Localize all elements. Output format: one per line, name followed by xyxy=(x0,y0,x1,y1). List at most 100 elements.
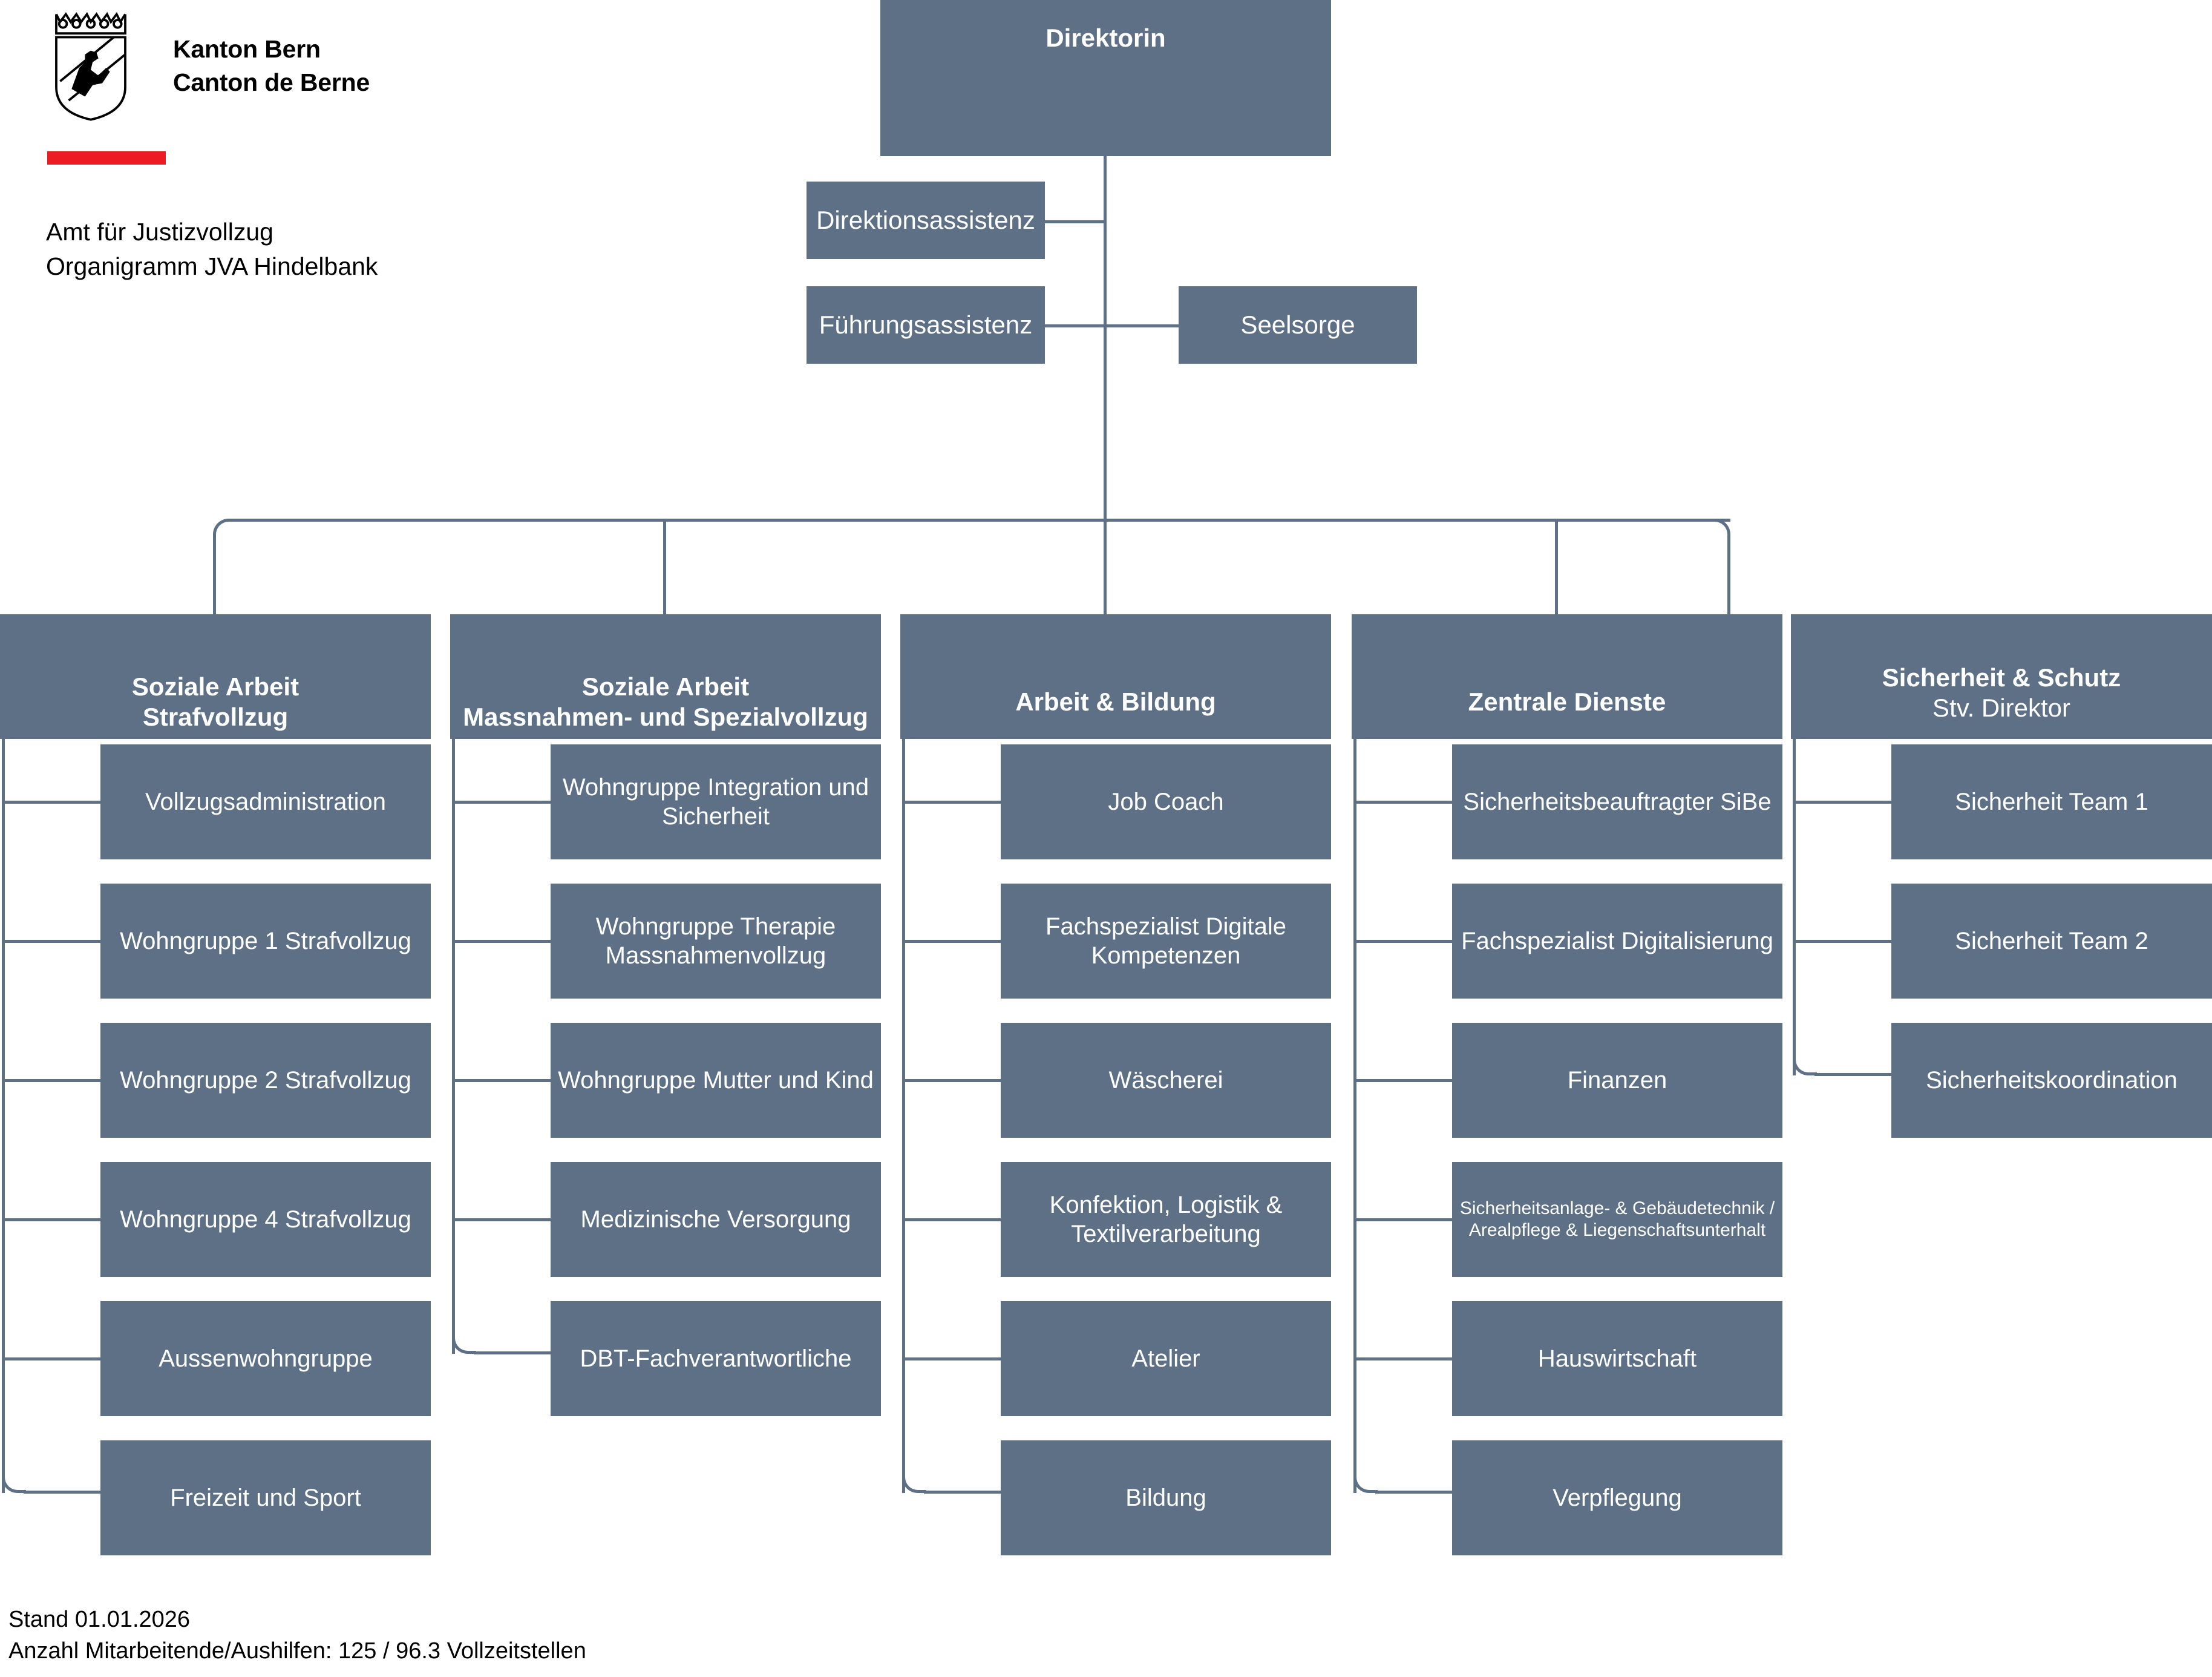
connector-spine-dept-3 xyxy=(902,739,905,1493)
brand-canton-de-berne: Canton de Berne xyxy=(173,68,370,96)
node-sicherheit-team-1[interactable]: Sicherheit Team 1 xyxy=(1891,744,2212,859)
dept-2-title: Soziale Arbeit xyxy=(581,672,750,701)
connector-bus-left-corner xyxy=(213,519,237,543)
unit-title-block: Amt für Justizvollzug Organigramm JVA Hi… xyxy=(46,215,378,284)
connector-leaf-5-3 xyxy=(1814,1073,1891,1076)
connector-leaf-1-3 xyxy=(5,1079,100,1082)
node-freizeit-und-sport[interactable]: Freizeit und Sport xyxy=(100,1440,431,1555)
red-accent-bar xyxy=(47,151,166,165)
connector-drop-dept-3 xyxy=(1104,519,1107,614)
node-dept-soziale-arbeit-strafvollzug[interactable]: Soziale Arbeit Strafvollzug xyxy=(0,614,431,739)
connector-leaf-3-6 xyxy=(924,1491,1001,1494)
office-name: Amt für Justizvollzug xyxy=(46,218,273,246)
connector-bus xyxy=(235,519,1730,522)
node-dept-zentrale-dienste[interactable]: Zentrale Dienste xyxy=(1352,614,1782,739)
dept-4-title: Zentrale Dienste xyxy=(1468,688,1666,716)
node-job-coach[interactable]: Job Coach xyxy=(1001,744,1331,859)
node-sicherheitskoordination[interactable]: Sicherheitskoordination xyxy=(1891,1023,2212,1138)
dept-5-subtitle: Stv. Direktor xyxy=(1932,694,2070,723)
node-konfektion-logistik-textilverarbeitung[interactable]: Konfektion, Logistik & Textilverarbeitun… xyxy=(1001,1162,1331,1277)
connector-leaf-4-5 xyxy=(1356,1357,1452,1360)
dept-3-title: Arbeit & Bildung xyxy=(1015,688,1216,716)
connector-drop-dept-1 xyxy=(213,540,216,614)
node-wohngruppe-2-strafvollzug[interactable]: Wohngruppe 2 Strafvollzug xyxy=(100,1023,431,1138)
connector-seelsorge xyxy=(1105,324,1179,327)
footer-headcount: Anzahl Mitarbeitende/Aushilfen: 125 / 96… xyxy=(8,1638,586,1664)
connector-spine-dept-5 xyxy=(1793,739,1796,1075)
brand-kanton-bern: Kanton Bern xyxy=(173,35,321,64)
node-waescherei[interactable]: Wäscherei xyxy=(1001,1023,1331,1138)
connector-leaf-5-1 xyxy=(1796,801,1891,804)
connector-leaf-2-4 xyxy=(455,1218,551,1221)
node-fachspezialist-digitale-kompetenzen[interactable]: Fachspezialist Digitale Kompetenzen xyxy=(1001,884,1331,999)
node-sicherheitsanlage-gebaeudetechnik[interactable]: Sicherheitsanlage- & Gebäudetechnik / Ar… xyxy=(1452,1162,1782,1277)
connector-leaf-3-3 xyxy=(905,1079,1001,1082)
connector-drop-dept-4 xyxy=(1555,519,1558,614)
connector-leaf-2-1 xyxy=(455,801,551,804)
node-sicherheit-team-2[interactable]: Sicherheit Team 2 xyxy=(1891,884,2212,999)
node-dept-soziale-arbeit-massnahmen[interactable]: Soziale Arbeit Massnahmen- und Spezialvo… xyxy=(450,614,881,739)
node-hauswirtschaft[interactable]: Hauswirtschaft xyxy=(1452,1301,1782,1416)
node-vollzugsadministration[interactable]: Vollzugsadministration xyxy=(100,744,431,859)
connector-root-trunk xyxy=(1104,156,1107,519)
footer-stand: Stand 01.01.2026 xyxy=(8,1607,191,1632)
brand-block: Kanton Bern Canton de Berne xyxy=(42,8,587,123)
footer-block: Stand 01.01.2026 Anzahl Mitarbeitende/Au… xyxy=(8,1604,586,1667)
connector-drop-dept-5 xyxy=(1727,540,1730,614)
node-seelsorge[interactable]: Seelsorge xyxy=(1179,286,1417,364)
node-verpflegung[interactable]: Verpflegung xyxy=(1452,1440,1782,1555)
connector-spine-dept-4-bottom-corner xyxy=(1353,1469,1378,1493)
node-fachspezialist-digitalisierung[interactable]: Fachspezialist Digitalisierung xyxy=(1452,884,1782,999)
connector-leaf-2-3 xyxy=(455,1079,551,1082)
connector-leaf-4-6 xyxy=(1375,1491,1452,1494)
node-wohngruppe-therapie-massnahmenvollzug[interactable]: Wohngruppe Therapie Massnahmenvollzug xyxy=(551,884,881,999)
node-sicherheitsbeauftragter-sibe[interactable]: Sicherheitsbeauftragter SiBe xyxy=(1452,744,1782,859)
connector-leaf-2-5 xyxy=(474,1351,551,1354)
node-direktionsassistenz[interactable]: Direktionsassistenz xyxy=(807,182,1045,259)
node-wohngruppe-integration-sicherheit[interactable]: Wohngruppe Integration und Sicherheit xyxy=(551,744,881,859)
connector-leaf-4-2 xyxy=(1356,940,1452,943)
node-wohngruppe-4-strafvollzug[interactable]: Wohngruppe 4 Strafvollzug xyxy=(100,1162,431,1277)
bern-coat-of-arms-icon xyxy=(42,8,139,123)
chart-title: Organigramm JVA Hindelbank xyxy=(46,252,378,280)
connector-leaf-1-2 xyxy=(5,940,100,943)
node-finanzen[interactable]: Finanzen xyxy=(1452,1023,1782,1138)
connector-drop-dept-2 xyxy=(663,519,666,614)
dept-1-title-line2: Strafvollzug xyxy=(142,703,289,732)
node-atelier[interactable]: Atelier xyxy=(1001,1301,1331,1416)
node-dept-sicherheit-schutz[interactable]: Sicherheit & Schutz Stv. Direktor xyxy=(1791,614,2212,739)
connector-leaf-1-5 xyxy=(5,1357,100,1360)
connector-bus-right-corner xyxy=(1706,519,1730,543)
node-aussenwohngruppe[interactable]: Aussenwohngruppe xyxy=(100,1301,431,1416)
connector-leaf-2-2 xyxy=(455,940,551,943)
connector-leaf-4-3 xyxy=(1356,1079,1452,1082)
node-direktorin[interactable]: Direktorin xyxy=(880,0,1331,156)
node-wohngruppe-1-strafvollzug[interactable]: Wohngruppe 1 Strafvollzug xyxy=(100,884,431,999)
connector-spine-dept-3-bottom-corner xyxy=(902,1469,926,1493)
dept-2-title-line2: Massnahmen- und Spezialvollzug xyxy=(463,703,868,732)
connector-direktionsassistenz xyxy=(1045,220,1105,223)
dept-1-title: Soziale Arbeit xyxy=(131,672,299,701)
node-dbt-fachverantwortliche[interactable]: DBT-Fachverantwortliche xyxy=(551,1301,881,1416)
connector-leaf-3-5 xyxy=(905,1357,1001,1360)
connector-spine-dept-1 xyxy=(2,739,5,1493)
node-dept-arbeit-bildung[interactable]: Arbeit & Bildung xyxy=(900,614,1331,739)
connector-leaf-3-2 xyxy=(905,940,1001,943)
connector-leaf-3-4 xyxy=(905,1218,1001,1221)
connector-leaf-4-1 xyxy=(1356,801,1452,804)
connector-spine-dept-2-bottom-corner xyxy=(452,1330,476,1354)
node-fuehrungsassistenz[interactable]: Führungsassistenz xyxy=(807,286,1045,364)
connector-spine-dept-2 xyxy=(452,739,455,1354)
connector-leaf-1-1 xyxy=(5,801,100,804)
node-medizinische-versorgung[interactable]: Medizinische Versorgung xyxy=(551,1162,881,1277)
connector-leaf-1-4 xyxy=(5,1218,100,1221)
connector-leaf-5-2 xyxy=(1796,940,1891,943)
connector-fuehrungsassistenz xyxy=(1045,324,1105,327)
dept-5-title: Sicherheit & Schutz xyxy=(1882,663,2121,692)
node-bildung[interactable]: Bildung xyxy=(1001,1440,1331,1555)
connector-spine-dept-1-bottom-corner xyxy=(2,1469,26,1493)
connector-spine-dept-5-bottom-corner xyxy=(1793,1051,1817,1075)
connector-leaf-3-1 xyxy=(905,801,1001,804)
node-wohngruppe-mutter-und-kind[interactable]: Wohngruppe Mutter und Kind xyxy=(551,1023,881,1138)
